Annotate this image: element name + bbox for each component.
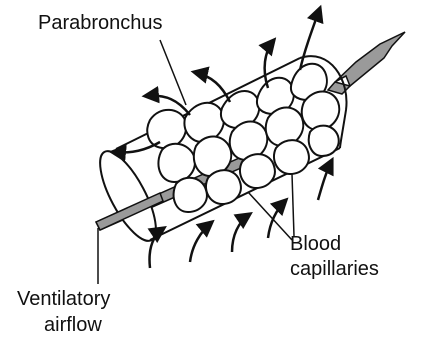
blood-capillaries-label-line2: capillaries <box>290 257 379 281</box>
airflow-arrow-head <box>335 32 405 86</box>
parabronchus-leader <box>160 40 186 105</box>
blood-capillaries-label-line1: Blood <box>290 232 341 256</box>
ventilatory-airflow-label-line2: airflow <box>44 313 102 337</box>
parabronchus-label: Parabronchus <box>38 11 163 35</box>
airflow-arrow-shaft-front <box>328 82 350 94</box>
capillaries-leader-2 <box>292 174 294 236</box>
ventilatory-airflow-label-line1: Ventilatory <box>17 287 110 311</box>
